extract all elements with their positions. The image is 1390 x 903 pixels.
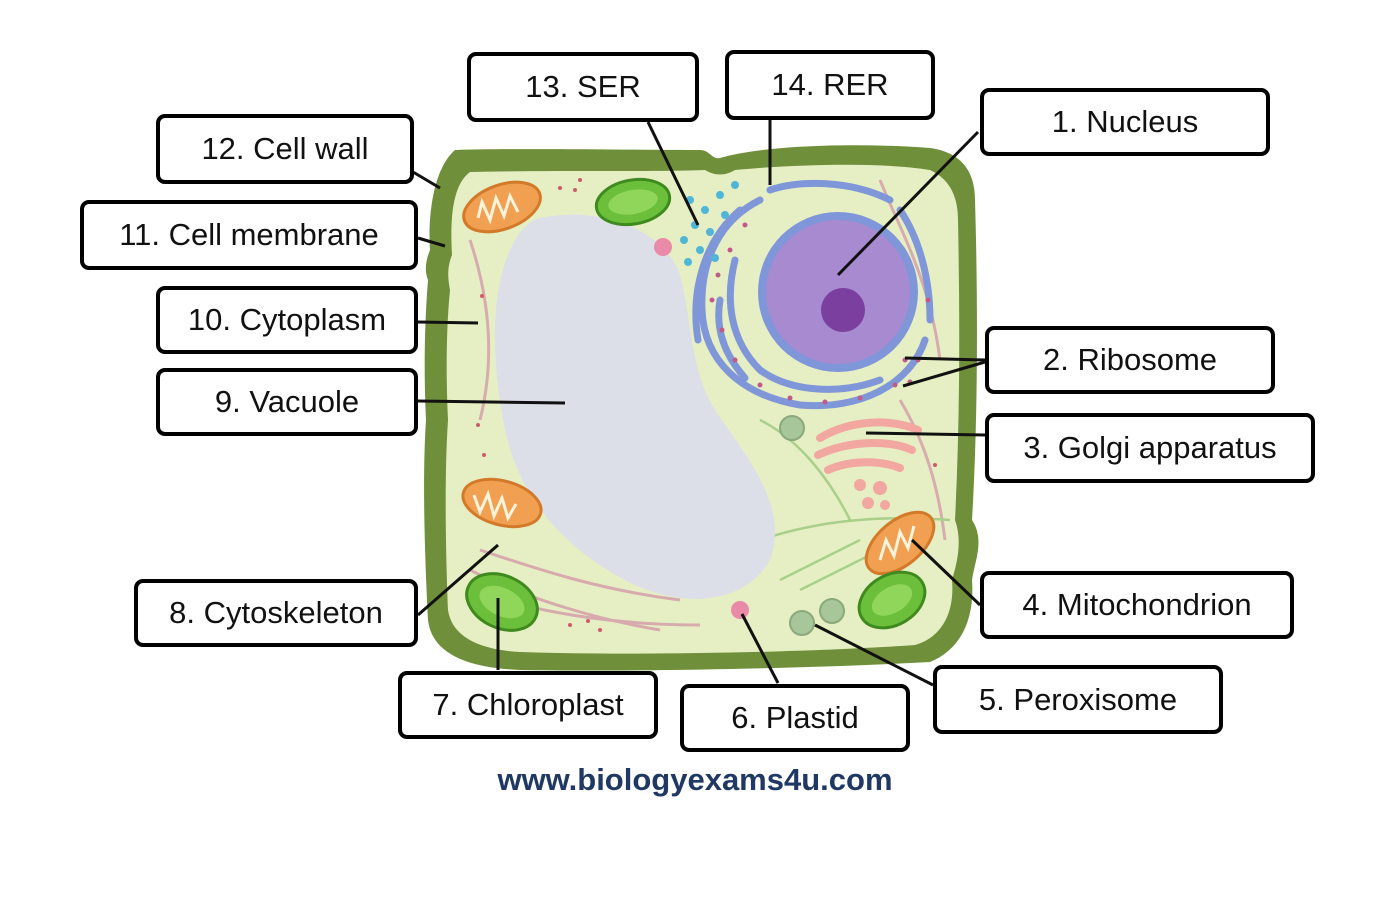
chloroplast-bottom-left xyxy=(465,572,539,632)
label-vacuole: 9. Vacuole xyxy=(156,368,418,436)
label-mitochondrion: 4. Mitochondrion xyxy=(980,571,1294,639)
peroxisome-3 xyxy=(819,598,845,624)
leader-golgi xyxy=(865,431,986,437)
peroxisome-2 xyxy=(789,610,815,636)
label-peroxisome: 5. Peroxisome xyxy=(933,665,1223,734)
leader-ser xyxy=(646,121,700,226)
label-golgi-apparatus: 3. Golgi apparatus xyxy=(985,413,1315,483)
leader-lines xyxy=(412,120,986,687)
leader-mitochondrion xyxy=(910,538,982,607)
plastid-body xyxy=(731,601,749,619)
cytoplasm-granules xyxy=(476,178,937,632)
leader-ribosome-a xyxy=(904,356,986,362)
label-ribosome: 2. Ribosome xyxy=(985,326,1275,394)
label-cytoplasm: 10. Cytoplasm xyxy=(156,286,418,354)
leader-cytoplasm xyxy=(417,320,479,325)
mitochondrion-right xyxy=(864,510,936,576)
label-plastid: 6. Plastid xyxy=(680,684,910,752)
leader-cell-membrane xyxy=(417,236,446,248)
chloroplast-top xyxy=(594,177,672,227)
leader-nucleus xyxy=(836,130,980,277)
mitochondrion-left xyxy=(461,477,543,529)
leader-ribosome-b xyxy=(902,360,986,388)
website-url: www.biologyexams4u.com xyxy=(497,762,893,797)
golgi-stack xyxy=(814,418,922,474)
rough-er xyxy=(692,179,934,410)
label-cell-membrane: 11. Cell membrane xyxy=(80,200,418,270)
leader-peroxisome xyxy=(814,623,934,687)
mitochondrion-top xyxy=(462,180,542,234)
leader-plastid xyxy=(740,613,780,684)
smooth-er xyxy=(680,181,739,266)
label-nucleus: 1. Nucleus xyxy=(980,88,1270,156)
peroxisome-1 xyxy=(779,415,805,441)
label-cytoskeleton: 8. Cytoskeleton xyxy=(134,579,418,647)
nucleolus xyxy=(821,288,865,332)
chloroplast-bottom-right xyxy=(857,570,927,630)
label-rer: 14. RER xyxy=(725,50,935,120)
ribosome-dots xyxy=(709,222,931,405)
leader-vacuole xyxy=(417,399,566,405)
plastid-small-top xyxy=(654,238,672,256)
label-chloroplast: 7. Chloroplast xyxy=(398,671,658,739)
leader-cytoskeleton xyxy=(417,543,499,617)
leader-cell-wall xyxy=(412,170,441,190)
golgi-vesicles xyxy=(854,479,890,510)
label-cell-wall: 12. Cell wall xyxy=(156,114,414,184)
label-ser: 13. SER xyxy=(467,52,699,122)
vacuole-shape xyxy=(494,214,775,599)
